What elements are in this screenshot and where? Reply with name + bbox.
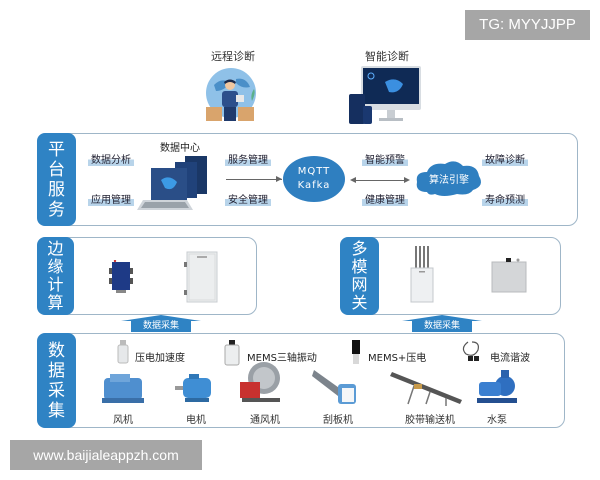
sensor-mems-piezo: MEMS+压电 xyxy=(368,353,427,364)
watermark-tg: TG: MYYJJPP xyxy=(465,10,590,40)
tag-service-management: 服务管理 xyxy=(225,151,271,166)
belt-conveyor-icon xyxy=(390,370,464,410)
person-globe-icon xyxy=(200,65,262,125)
arrowhead-icon xyxy=(276,176,282,182)
data-center-laptop-icon xyxy=(135,152,225,218)
motor-equipment-icon xyxy=(175,372,217,404)
remote-diagnosis-label: 远程诊断 xyxy=(211,50,255,63)
algorithm-engine-cloud: 算法引擎 xyxy=(413,158,485,198)
tag-security-management: 安全管理 xyxy=(225,191,271,206)
arrowhead-icon xyxy=(404,177,410,183)
equipment-ventilator: 通风机 xyxy=(250,415,280,426)
gateway-box-icon xyxy=(490,258,528,294)
multi-antenna-gateway-icon xyxy=(407,246,437,306)
edge-computer-box-icon xyxy=(183,250,221,305)
current-harmonic-sensor-icon xyxy=(460,340,482,364)
tag-smart-warning: 智能预警 xyxy=(362,151,408,166)
equipment-belt-conveyor: 胶带输送机 xyxy=(405,415,455,426)
watermark-url: www.baijialeappzh.com xyxy=(10,440,202,470)
mems-piezo-sensor-icon xyxy=(350,340,362,366)
connector-arrow-right xyxy=(352,180,406,181)
data-collection-arrow-right: 数据采集 xyxy=(402,315,482,332)
data-center-label: 数据中心 xyxy=(160,143,200,154)
sensor-mems-triaxial: MEMS三轴振动 xyxy=(247,353,317,364)
equipment-water-pump: 水泵 xyxy=(487,415,507,426)
mems-triaxial-sensor-icon xyxy=(223,340,241,366)
monitor-dashboard-icon xyxy=(345,64,425,128)
data-collection-label: 数 据 采 集 xyxy=(37,333,76,428)
arrowhead-icon xyxy=(350,177,356,183)
water-pump-icon xyxy=(475,368,519,408)
sensor-piezo: 压电加速度 xyxy=(135,353,185,364)
sensor-current-harmonic: 电流谐波 xyxy=(490,353,530,364)
platform-services-label: 平 台 服 务 xyxy=(37,133,76,226)
smart-diagnosis-label: 智能诊断 xyxy=(365,50,409,63)
data-collection-arrow-left: 数据采集 xyxy=(121,315,201,332)
equipment-scraper: 刮板机 xyxy=(323,415,353,426)
equipment-motor: 电机 xyxy=(186,415,206,426)
connector-arrow-left xyxy=(226,179,282,180)
edge-gateway-blue-icon xyxy=(108,259,134,294)
mqtt-kafka-broker: MQTT Kafka xyxy=(283,156,345,202)
arrow-up-icon xyxy=(402,315,482,321)
edge-computing-label: 边 缘 计 算 xyxy=(37,237,74,315)
tag-app-management: 应用管理 xyxy=(88,191,134,206)
tag-health-management: 健康管理 xyxy=(362,191,408,206)
ventilator-equipment-icon xyxy=(238,360,284,406)
equipment-fan: 风机 xyxy=(113,415,133,426)
arrow-up-icon xyxy=(121,315,201,321)
tag-fault-diagnosis: 故障诊断 xyxy=(482,151,528,166)
multi-mode-gateway-label: 多 模 网 关 xyxy=(340,237,379,315)
tag-data-analysis: 数据分析 xyxy=(88,151,134,166)
scraper-conveyor-icon xyxy=(312,368,362,408)
piezo-accelerometer-icon xyxy=(117,340,129,364)
tag-life-prediction: 寿命预测 xyxy=(482,191,528,206)
fan-equipment-icon xyxy=(100,370,146,406)
